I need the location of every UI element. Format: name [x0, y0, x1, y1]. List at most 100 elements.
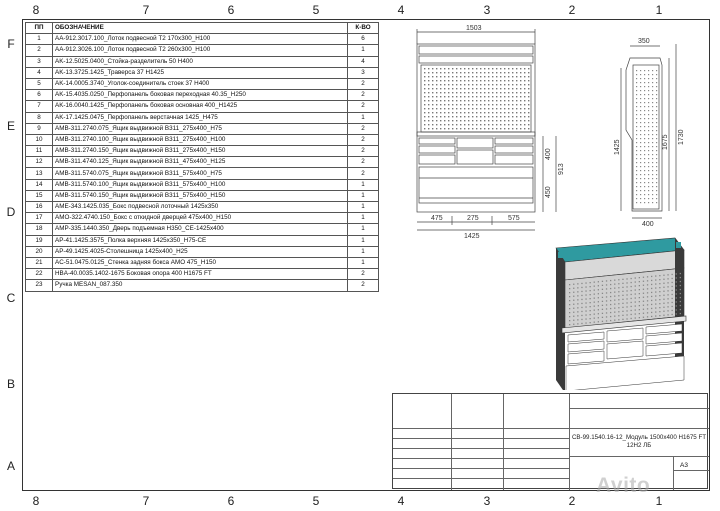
designation-cell: AA-912.3017.100_Лоток подвесной Т2 170х3…: [52, 33, 348, 46]
item-number-cell: 23: [25, 279, 53, 292]
designation-cell: AK-17.1425.0475_Перфопанель верстачная 1…: [52, 111, 348, 124]
drawing-designation: СВ-99.1540.16-12_Модуль 1500х400 H1675 F…: [571, 434, 707, 449]
quantity-cell: 1: [347, 212, 379, 225]
designation-cell: AME-343.1425.035_Бокс подвесной лоточный…: [52, 200, 348, 214]
dim-275: 275: [467, 215, 479, 222]
technical-drawing: 1503 350 475 275 575 1425 400 400 913 45…: [416, 25, 687, 390]
dim-400-vertical: 400: [545, 148, 552, 160]
column-number: 1: [655, 494, 663, 508]
dim-1675: 1675: [662, 134, 669, 150]
item-number-cell: 14: [25, 178, 53, 191]
item-number-cell: 1: [25, 33, 53, 46]
perforation-pattern: [424, 68, 530, 130]
column-number: 2: [568, 3, 576, 17]
column-number: 6: [227, 494, 235, 508]
designation-cell: Ручка MESAN_087.350: [52, 279, 348, 292]
designation-cell: AMB-311.5740.150_Ящик выдвижной B311_575…: [52, 189, 348, 203]
item-number-cell: 20: [25, 245, 53, 258]
column-number: 5: [312, 3, 320, 17]
row-letter: C: [6, 291, 16, 305]
item-number-cell: 8: [25, 111, 53, 124]
sheet-frame: [22, 19, 710, 491]
sheet-format: A3: [680, 462, 688, 469]
quantity-cell: 2: [347, 77, 379, 91]
item-number-cell: 11: [25, 145, 53, 158]
front-view: [416, 29, 557, 231]
title-block: СВ-99.1540.16-12_Модуль 1500х400 H1675 F…: [392, 393, 709, 490]
item-number-cell: 19: [25, 234, 53, 247]
column-number: 8: [32, 494, 40, 508]
column-number: 7: [142, 494, 150, 508]
designation-cell: AC-51.0475.0125_Стенка задняя бокса AMO …: [52, 256, 348, 270]
designation-cell: AK-13.3725.1425_Траверса 37 H1425: [52, 66, 348, 79]
designation-cell: AMB-311.5740.100_Ящик выдвижной B311_575…: [52, 178, 348, 191]
item-number-cell: 3: [25, 55, 53, 68]
designation-cell: AP-41.1425.3575_Полка верхняя 1425х350_H…: [52, 234, 348, 247]
item-number-cell: 17: [25, 212, 53, 225]
quantity-cell: 1: [347, 189, 379, 203]
quantity-cell: 2: [347, 89, 379, 102]
isometric-view: [555, 237, 687, 390]
quantity-cell: 6: [347, 33, 379, 46]
column-number: 4: [397, 494, 405, 508]
item-number-cell: 5: [25, 77, 53, 91]
avito-watermark: Avito: [596, 474, 651, 497]
dim-575: 575: [508, 215, 520, 222]
header-quantity: К-ВО: [347, 21, 379, 35]
header-designation: ОБОЗНАЧЕНИЕ: [52, 21, 348, 35]
quantity-cell: 2: [347, 145, 379, 158]
column-number: 1: [655, 3, 663, 17]
row-letter: D: [6, 205, 16, 219]
dim-1425-vertical: 1425: [614, 139, 621, 155]
parts-list-header: ПП ОБОЗНАЧЕНИЕ К-ВО: [25, 21, 379, 35]
quantity-cell: 1: [347, 256, 379, 270]
item-number-cell: 21: [25, 256, 53, 270]
quantity-cell: 2: [347, 167, 379, 180]
side-perforation-pattern: [636, 70, 658, 204]
quantity-cell: 2: [347, 122, 379, 135]
designation-cell: AMB-311.5740.075_Ящик выдвижной B311_575…: [52, 167, 348, 180]
quantity-cell: 1: [347, 111, 379, 124]
dim-475: 475: [431, 215, 443, 222]
designation-cell: AA-912.3026.100_Лоток подвесной Т2 260х3…: [52, 44, 348, 57]
dim-side-width: 350: [638, 38, 650, 45]
designation-cell: AMO-322.4740.150_Бокс с откидной дверцей…: [52, 212, 348, 225]
row-letter: E: [6, 119, 15, 133]
item-number-cell: 6: [25, 89, 53, 102]
column-number: 6: [227, 3, 235, 17]
quantity-cell: 1: [347, 223, 379, 236]
quantity-cell: 2: [347, 279, 379, 292]
column-number: 5: [312, 494, 320, 508]
item-number-cell: 7: [25, 100, 53, 113]
designation-cell: AK-16.0040.1425_Перфопанель боковая осно…: [52, 100, 348, 113]
dim-913: 913: [558, 163, 565, 175]
dim-1730: 1730: [678, 129, 685, 145]
designation-cell: HBA-40.0035.1402-1675 Боковая опора 400 …: [52, 268, 348, 281]
dim-450: 450: [545, 186, 552, 198]
dim-front-width: 1503: [466, 25, 482, 32]
column-number: 7: [142, 3, 150, 17]
quantity-cell: 2: [347, 156, 379, 169]
designation-cell: AMB-311.2740.075_Ящик выдвижной B311_275…: [52, 122, 348, 135]
item-number-cell: 2: [25, 44, 53, 57]
designation-cell: AMB-311.2740.150_Ящик выдвижной B311_275…: [52, 145, 348, 158]
item-number-cell: 15: [25, 189, 53, 203]
